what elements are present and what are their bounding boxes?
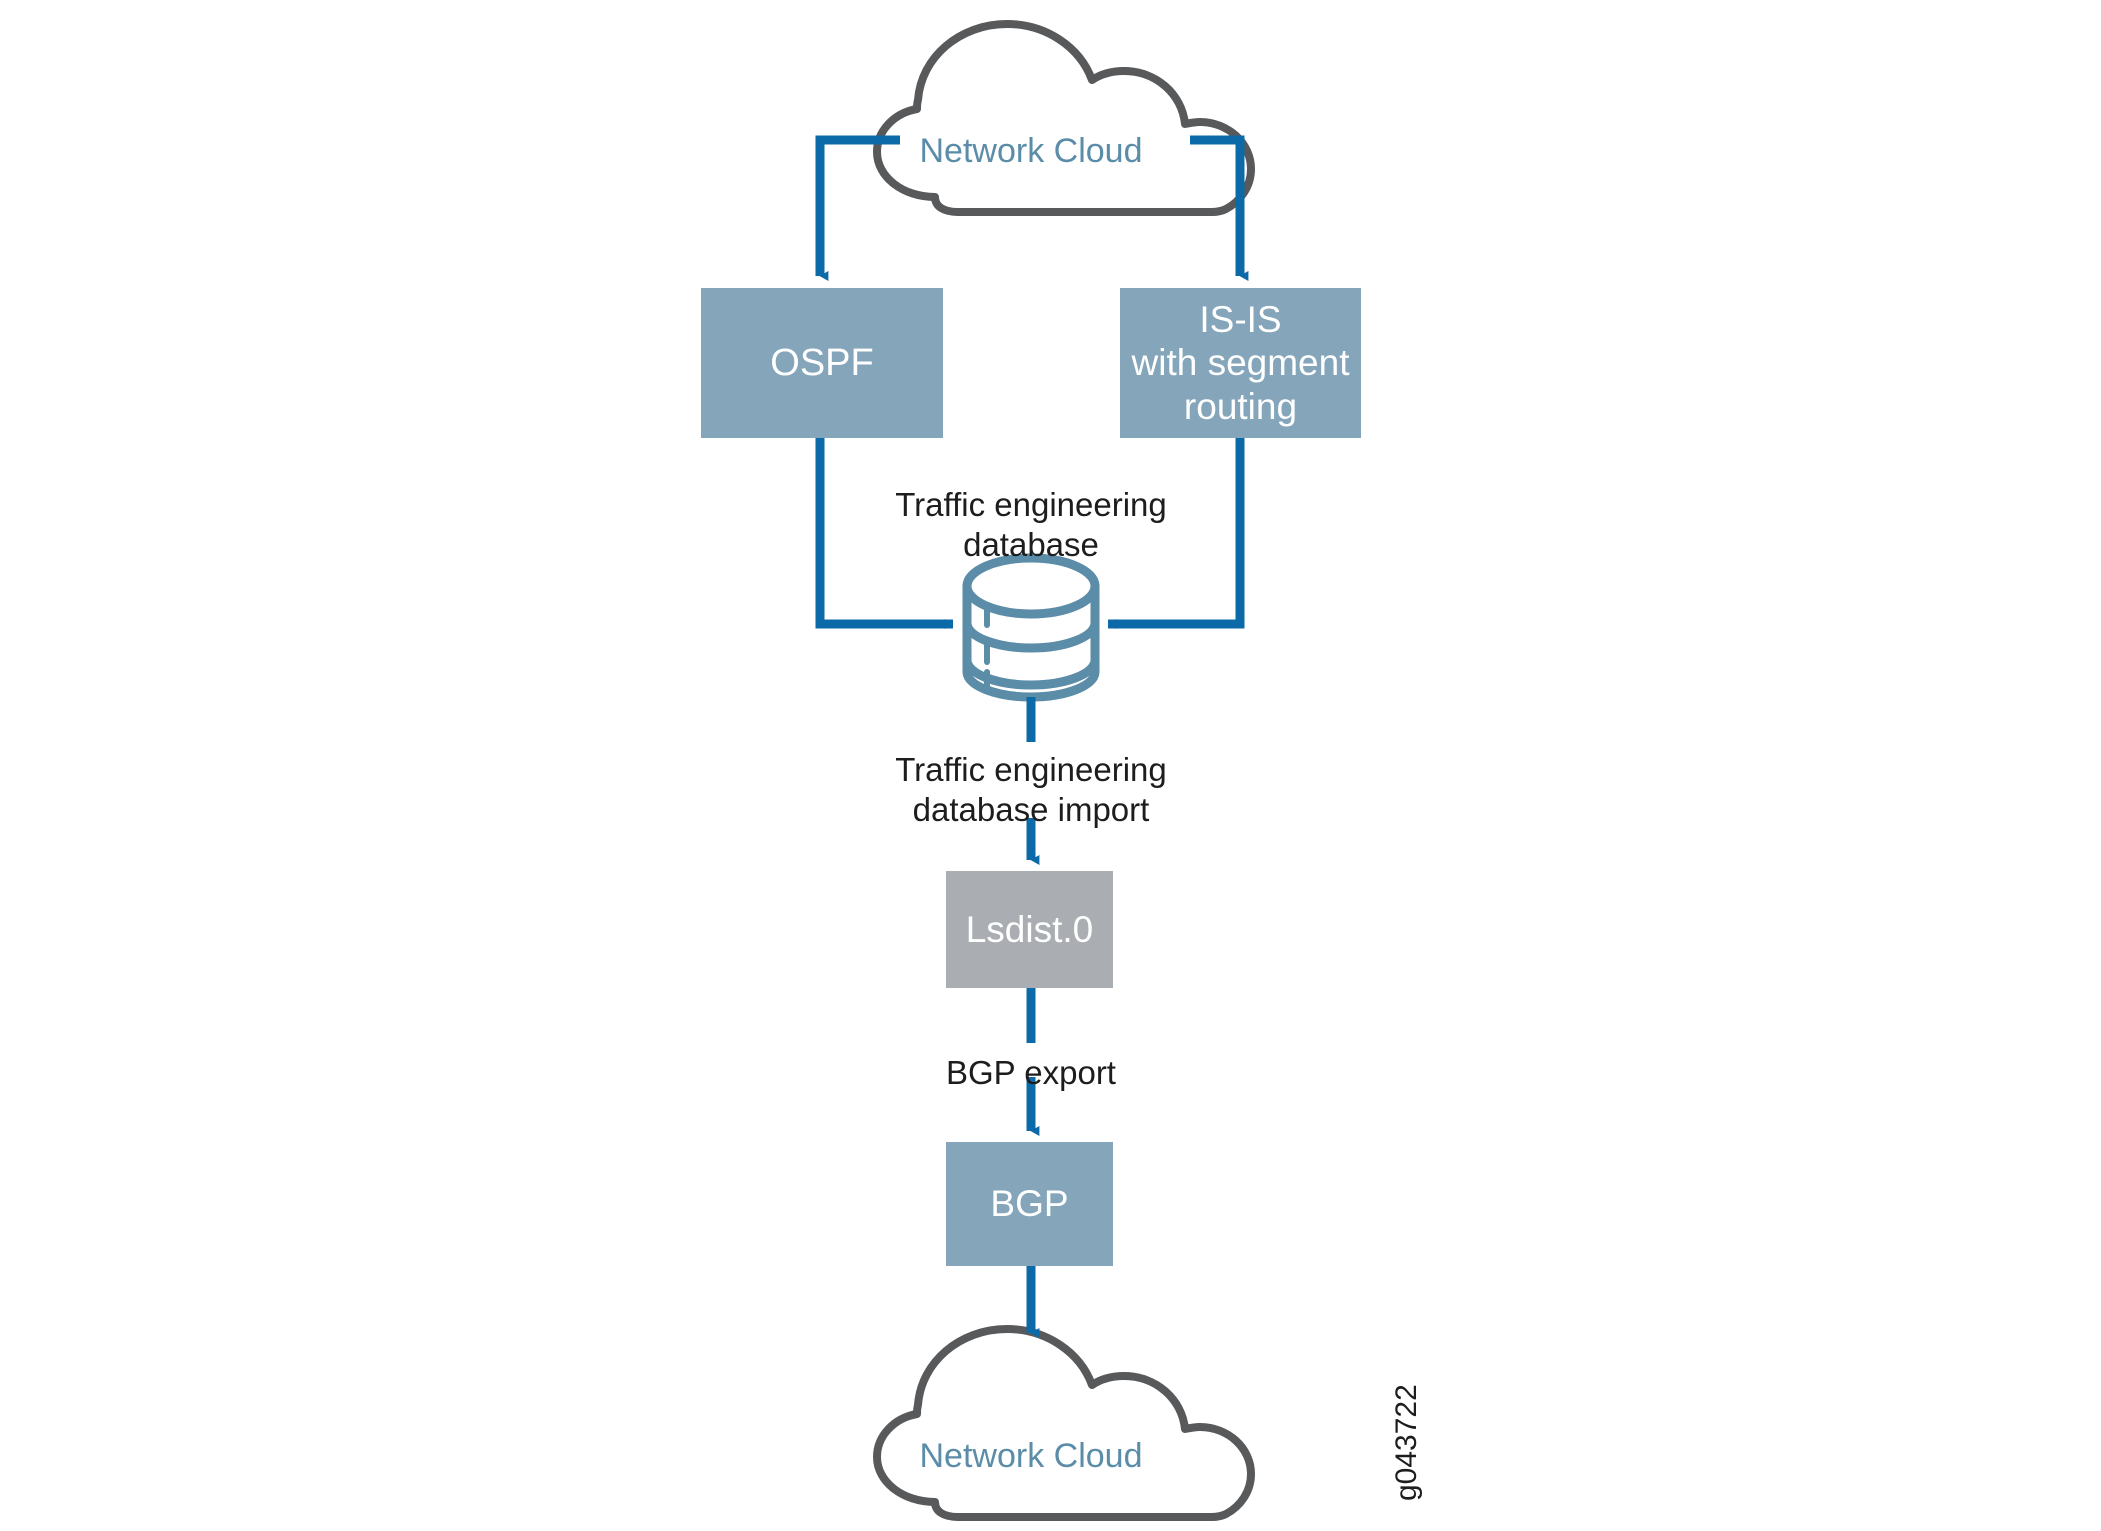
node-isis[interactable]: IS-IS with segment routing (1120, 288, 1361, 438)
node-bgp[interactable]: BGP (946, 1142, 1113, 1266)
edge-ospf-to-te-database (815, 438, 954, 629)
edge-cloud-to-ospf (815, 135, 900, 281)
node-lsdist[interactable]: Lsdist.0 (946, 871, 1113, 988)
node-ospf[interactable]: OSPF (701, 288, 943, 438)
cloud-top-label: Network Cloud (919, 132, 1143, 170)
cloud-top-shape (873, 20, 1255, 216)
te-database-caption: Traffic engineering database (895, 486, 1167, 563)
te-database-import-label: Traffic engineering database import (895, 751, 1167, 828)
cloud-bottom-shape (873, 1325, 1255, 1521)
edge-isis-to-te-database (1107, 438, 1245, 629)
bgp-export-label: BGP export (946, 1054, 1116, 1091)
te-database-cylinder-icon (962, 553, 1100, 702)
cloud-bottom-label: Network Cloud (919, 1437, 1143, 1475)
figure-id-label: g043722 (1390, 1384, 1423, 1501)
edge-cloud-to-isis (1190, 135, 1249, 281)
